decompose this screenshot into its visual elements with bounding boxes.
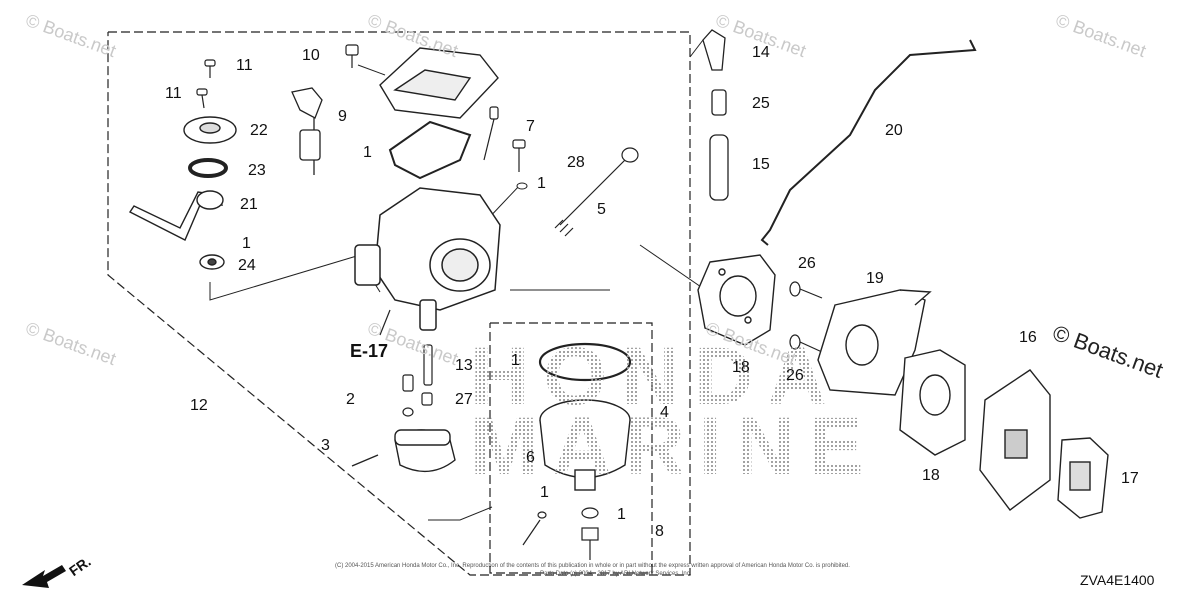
callout-3: 3 — [321, 437, 330, 454]
callout-6: 6 — [526, 449, 535, 466]
callout-24: 24 — [238, 257, 256, 274]
float-bowl-4 — [539, 399, 631, 491]
assembly-boundary — [107, 31, 691, 576]
ref-arrow — [379, 309, 391, 336]
pilot-screw-5 — [554, 147, 639, 237]
reference-label: E-17 — [350, 341, 389, 361]
callout-1d: 1 — [511, 352, 520, 369]
screw-11-lower — [196, 88, 208, 109]
rod-20 — [760, 39, 977, 246]
logo-line-1: HONDA — [470, 331, 841, 422]
valve-2 — [402, 374, 414, 417]
choke-9 — [291, 87, 323, 175]
callout-2: 2 — [346, 391, 355, 408]
bowl-group-boundary — [489, 322, 653, 574]
screw-11-upper — [204, 59, 216, 78]
jet-6 — [522, 511, 547, 546]
callout-9: 9 — [338, 108, 347, 125]
callout-22: 22 — [250, 122, 268, 139]
bolt-10 — [345, 44, 359, 68]
callout-5: 5 — [597, 201, 606, 218]
screw-28 — [512, 139, 526, 172]
callout-26a: 26 — [798, 255, 816, 272]
fitting-14 — [702, 29, 726, 71]
drain-screw-8 — [581, 507, 599, 560]
float-3 — [351, 429, 456, 473]
bolt-26-lower — [789, 334, 823, 353]
carburetor-body — [354, 187, 501, 331]
bolt-26-upper — [789, 281, 823, 299]
front-arrow-icon — [22, 565, 66, 588]
callout-12: 12 — [190, 397, 208, 414]
clamp-25 — [711, 89, 727, 116]
insulator-16 — [979, 369, 1051, 511]
callout-13: 13 — [455, 357, 473, 374]
gasket-18-left — [697, 254, 776, 346]
callout-14: 14 — [752, 44, 770, 61]
callout-11b: 11 — [165, 85, 182, 102]
callout-1e: 1 — [540, 484, 549, 501]
callout-21: 21 — [240, 196, 258, 213]
callout-10: 10 — [302, 47, 320, 64]
callout-20: 20 — [885, 122, 903, 139]
oring-23 — [188, 158, 228, 178]
callout-16: 16 — [1019, 329, 1037, 346]
jet-13 — [423, 344, 433, 386]
logo-line-2: MARINE — [470, 401, 878, 492]
diagram-code: ZVA4E1400 — [1080, 572, 1155, 588]
callout-1b: 1 — [363, 144, 372, 161]
callout-23: 23 — [248, 162, 266, 179]
callout-18b: 18 — [922, 467, 940, 484]
callout-19: 19 — [866, 270, 884, 287]
plate-19 — [817, 289, 932, 396]
callout-4: 4 — [660, 404, 669, 421]
callout-7: 7 — [526, 118, 535, 135]
needle-7 — [483, 106, 499, 161]
washer-24 — [199, 254, 225, 270]
callout-1c: 1 — [537, 175, 546, 192]
oring-small — [516, 182, 528, 190]
callout-27: 27 — [455, 391, 473, 408]
callout-17: 17 — [1121, 470, 1139, 487]
jet-27 — [421, 392, 433, 406]
callout-11a: 11 — [236, 57, 253, 74]
carb-top-cover — [379, 47, 499, 119]
callout-26b: 26 — [786, 367, 804, 384]
tube-15 — [709, 134, 729, 201]
plate-22 — [183, 116, 237, 144]
callout-18a: 18 — [732, 359, 750, 376]
copyright-line-2: Parts Data (c) 2004 - 2017 by ARI Networ… — [540, 571, 692, 577]
lever-21 — [128, 190, 224, 241]
callout-1a: 1 — [242, 235, 251, 252]
copyright-line-1: (C) 2004-2015 American Honda Motor Co., … — [335, 563, 850, 569]
gasket-18-right — [899, 349, 966, 456]
gasket-top — [388, 120, 472, 180]
callout-8: 8 — [655, 523, 664, 540]
callout-1f: 1 — [617, 506, 626, 523]
callout-25: 25 — [752, 95, 770, 112]
gasket-17 — [1057, 437, 1109, 519]
bowl-gasket — [538, 342, 632, 382]
callout-15: 15 — [752, 156, 770, 173]
callout-28: 28 — [567, 154, 585, 171]
